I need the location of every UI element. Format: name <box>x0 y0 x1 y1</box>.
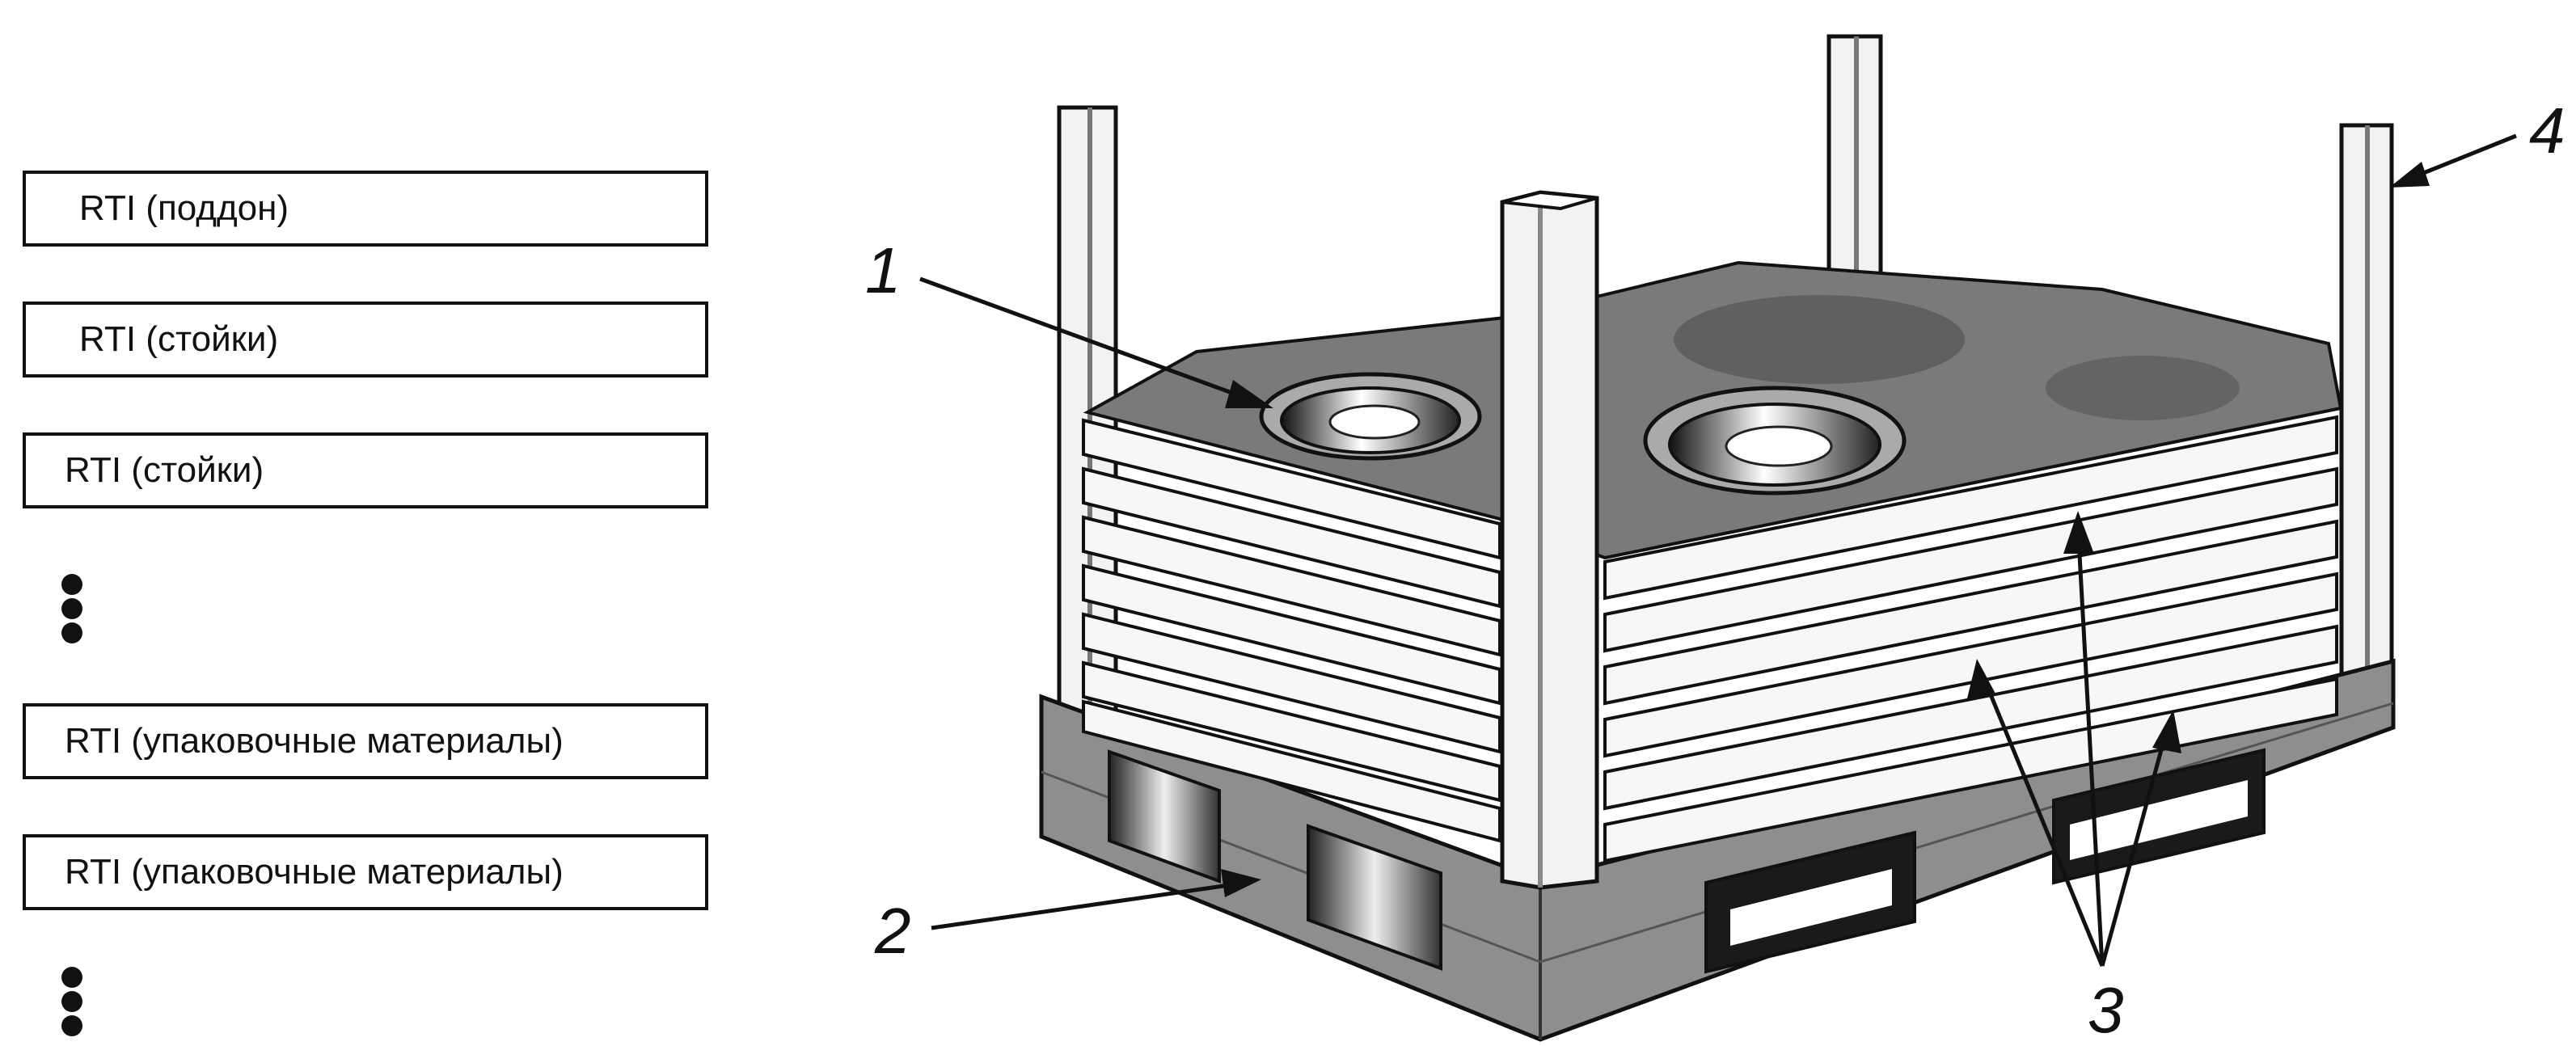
rti-box-packaging-2: RTI (упаковочные материалы) <box>23 834 708 910</box>
rti-box-label: RTI (стойки) <box>65 450 264 490</box>
rti-box-label: RTI (упаковочные материалы) <box>65 852 564 892</box>
ellipsis-vertical-icon <box>61 574 84 647</box>
callout-1: 1 <box>865 234 902 306</box>
rti-box-pallet: RTI (поддон) <box>23 171 708 247</box>
hub-left <box>1259 372 1482 461</box>
callout-4: 4 <box>2529 95 2565 167</box>
rti-box-packaging-1: RTI (упаковочные материалы) <box>23 703 708 779</box>
rti-box-label: RTI (упаковочные материалы) <box>65 721 564 761</box>
ellipsis-vertical-icon <box>61 967 84 1040</box>
packaging-layers-left <box>1082 418 1501 843</box>
callout-3: 3 <box>2088 974 2124 1046</box>
rti-box-posts-1: RTI (стойки) <box>23 302 708 377</box>
pallet-illustration <box>919 34 2517 1042</box>
rti-box-label: RTI (стойки) <box>79 319 279 359</box>
leader-lines <box>919 133 2517 967</box>
rti-box-posts-2: RTI (стойки) <box>23 432 708 508</box>
callout-2: 2 <box>875 895 911 967</box>
packaging-layers-right <box>1603 415 2338 863</box>
front-post <box>1500 190 1599 890</box>
rti-box-label: RTI (поддон) <box>79 188 289 228</box>
hub-right <box>1643 386 1907 496</box>
